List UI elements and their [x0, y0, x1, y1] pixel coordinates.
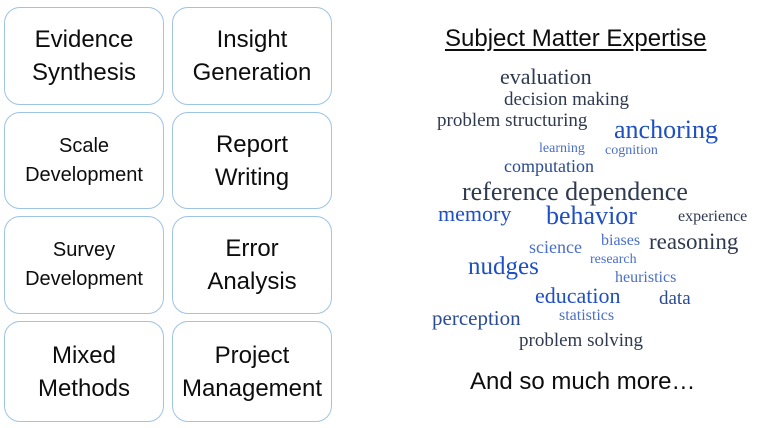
cloud-word: experience: [678, 208, 748, 225]
skill-card-survey-development: Survey Development: [4, 216, 164, 314]
cloud-word: reference dependence: [462, 177, 688, 206]
skill-card-insight-generation: Insight Generation: [172, 7, 332, 105]
cloud-word: cognition: [605, 143, 658, 158]
cloud-word: problem solving: [519, 330, 644, 351]
cloud-word: perception: [432, 306, 521, 330]
skill-card-scale-development: Scale Development: [4, 112, 164, 209]
cloud-word: problem structuring: [437, 110, 588, 131]
skill-card-mixed-methods: Mixed Methods: [4, 321, 164, 422]
cloud-word: heuristics: [615, 269, 677, 286]
cloud-word: biases: [601, 232, 641, 249]
cloud-word: computation: [504, 156, 594, 176]
cloud-word: evaluation: [500, 64, 592, 89]
cloud-word: education: [535, 283, 621, 308]
cloud-word: behavior: [546, 201, 637, 230]
cloud-word: memory: [438, 201, 512, 226]
skill-card-project-management: Project Management: [172, 321, 332, 422]
expertise-word-cloud: evaluation decision making problem struc…: [420, 60, 768, 360]
subject-matter-heading: Subject Matter Expertise: [445, 25, 707, 52]
cloud-word: learning: [539, 141, 585, 156]
cloud-word: decision making: [504, 89, 630, 110]
skill-card-evidence-synthesis: Evidence Synthesis: [4, 7, 164, 105]
cloud-word: research: [590, 252, 637, 267]
cloud-word: reasoning: [649, 229, 739, 254]
cloud-word: data: [659, 288, 691, 309]
cloud-word: anchoring: [614, 115, 718, 144]
skill-card-report-writing: Report Writing: [172, 112, 332, 209]
cloud-word: nudges: [468, 253, 539, 280]
cloud-word: statistics: [559, 307, 615, 324]
skill-card-error-analysis: Error Analysis: [172, 216, 332, 314]
and-more-text: And so much more…: [470, 368, 696, 395]
cloud-word: science: [529, 237, 582, 257]
